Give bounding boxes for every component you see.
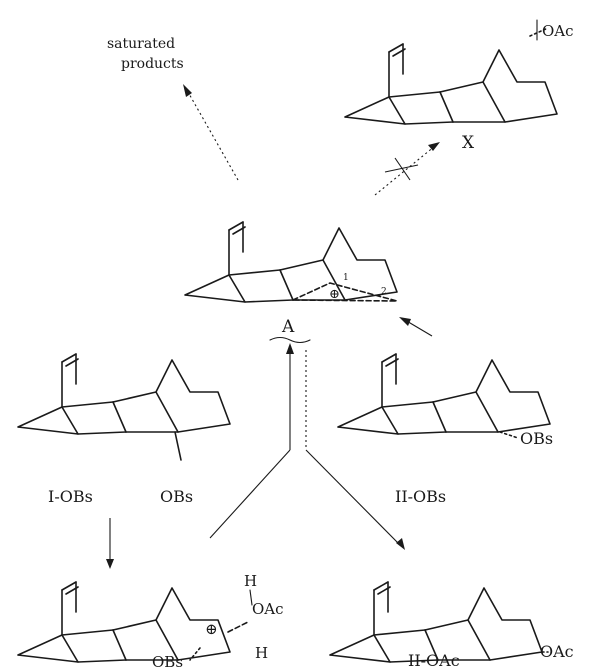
ii-obs-label: II-OBs: [395, 487, 446, 506]
structure-ii-oac: [329, 581, 543, 663]
nonclassical-bond-a: [292, 282, 398, 302]
obs-ion-bond: [189, 647, 201, 661]
ii-oac-label: II-OAc: [408, 651, 460, 669]
structure-a: [184, 221, 398, 303]
obs-label-ii: OBs: [520, 429, 553, 448]
arrow-iobs-down: [106, 518, 114, 569]
obs-bond-ii: [499, 431, 519, 439]
x-label: X: [462, 133, 475, 153]
obs-ion-label: OBs: [152, 653, 183, 669]
oac-ion-label: OAc: [252, 600, 284, 618]
cplus-ion: ⊕: [205, 620, 218, 638]
saturated-line1: saturated: [107, 36, 175, 52]
oac-bond-x: [529, 27, 549, 37]
oac-label-ii: OAc: [540, 642, 574, 661]
arrow-a-to-ii-oac: [305, 350, 405, 550]
num1: 1: [343, 273, 349, 283]
h-bottom-label: H: [255, 644, 268, 662]
num2: 2: [381, 287, 387, 297]
obs-bond-i: [174, 431, 182, 461]
a-label: A: [281, 317, 295, 337]
arrow-to-saturated: [183, 84, 239, 181]
h-top-label: H: [244, 572, 257, 590]
saturated-line2: products: [121, 56, 184, 72]
h-oac-bond: [227, 621, 249, 633]
oac-label-x: OAc: [542, 22, 574, 40]
h-top-bond: [249, 589, 253, 606]
cplus-a: ⊕: [329, 287, 340, 302]
structure-ii-obs: [337, 353, 551, 435]
obs-label-i: OBs: [160, 487, 193, 506]
structure-i-obs: [17, 353, 231, 435]
arrow-ion-to-a: [209, 343, 294, 539]
i-obs-label: I-OBs: [48, 487, 93, 506]
structure-x: [344, 43, 558, 125]
a-underline: [269, 336, 311, 344]
blocked-arrow-to-x: [374, 142, 440, 196]
arrow-iiobs-to-a: [399, 317, 433, 337]
